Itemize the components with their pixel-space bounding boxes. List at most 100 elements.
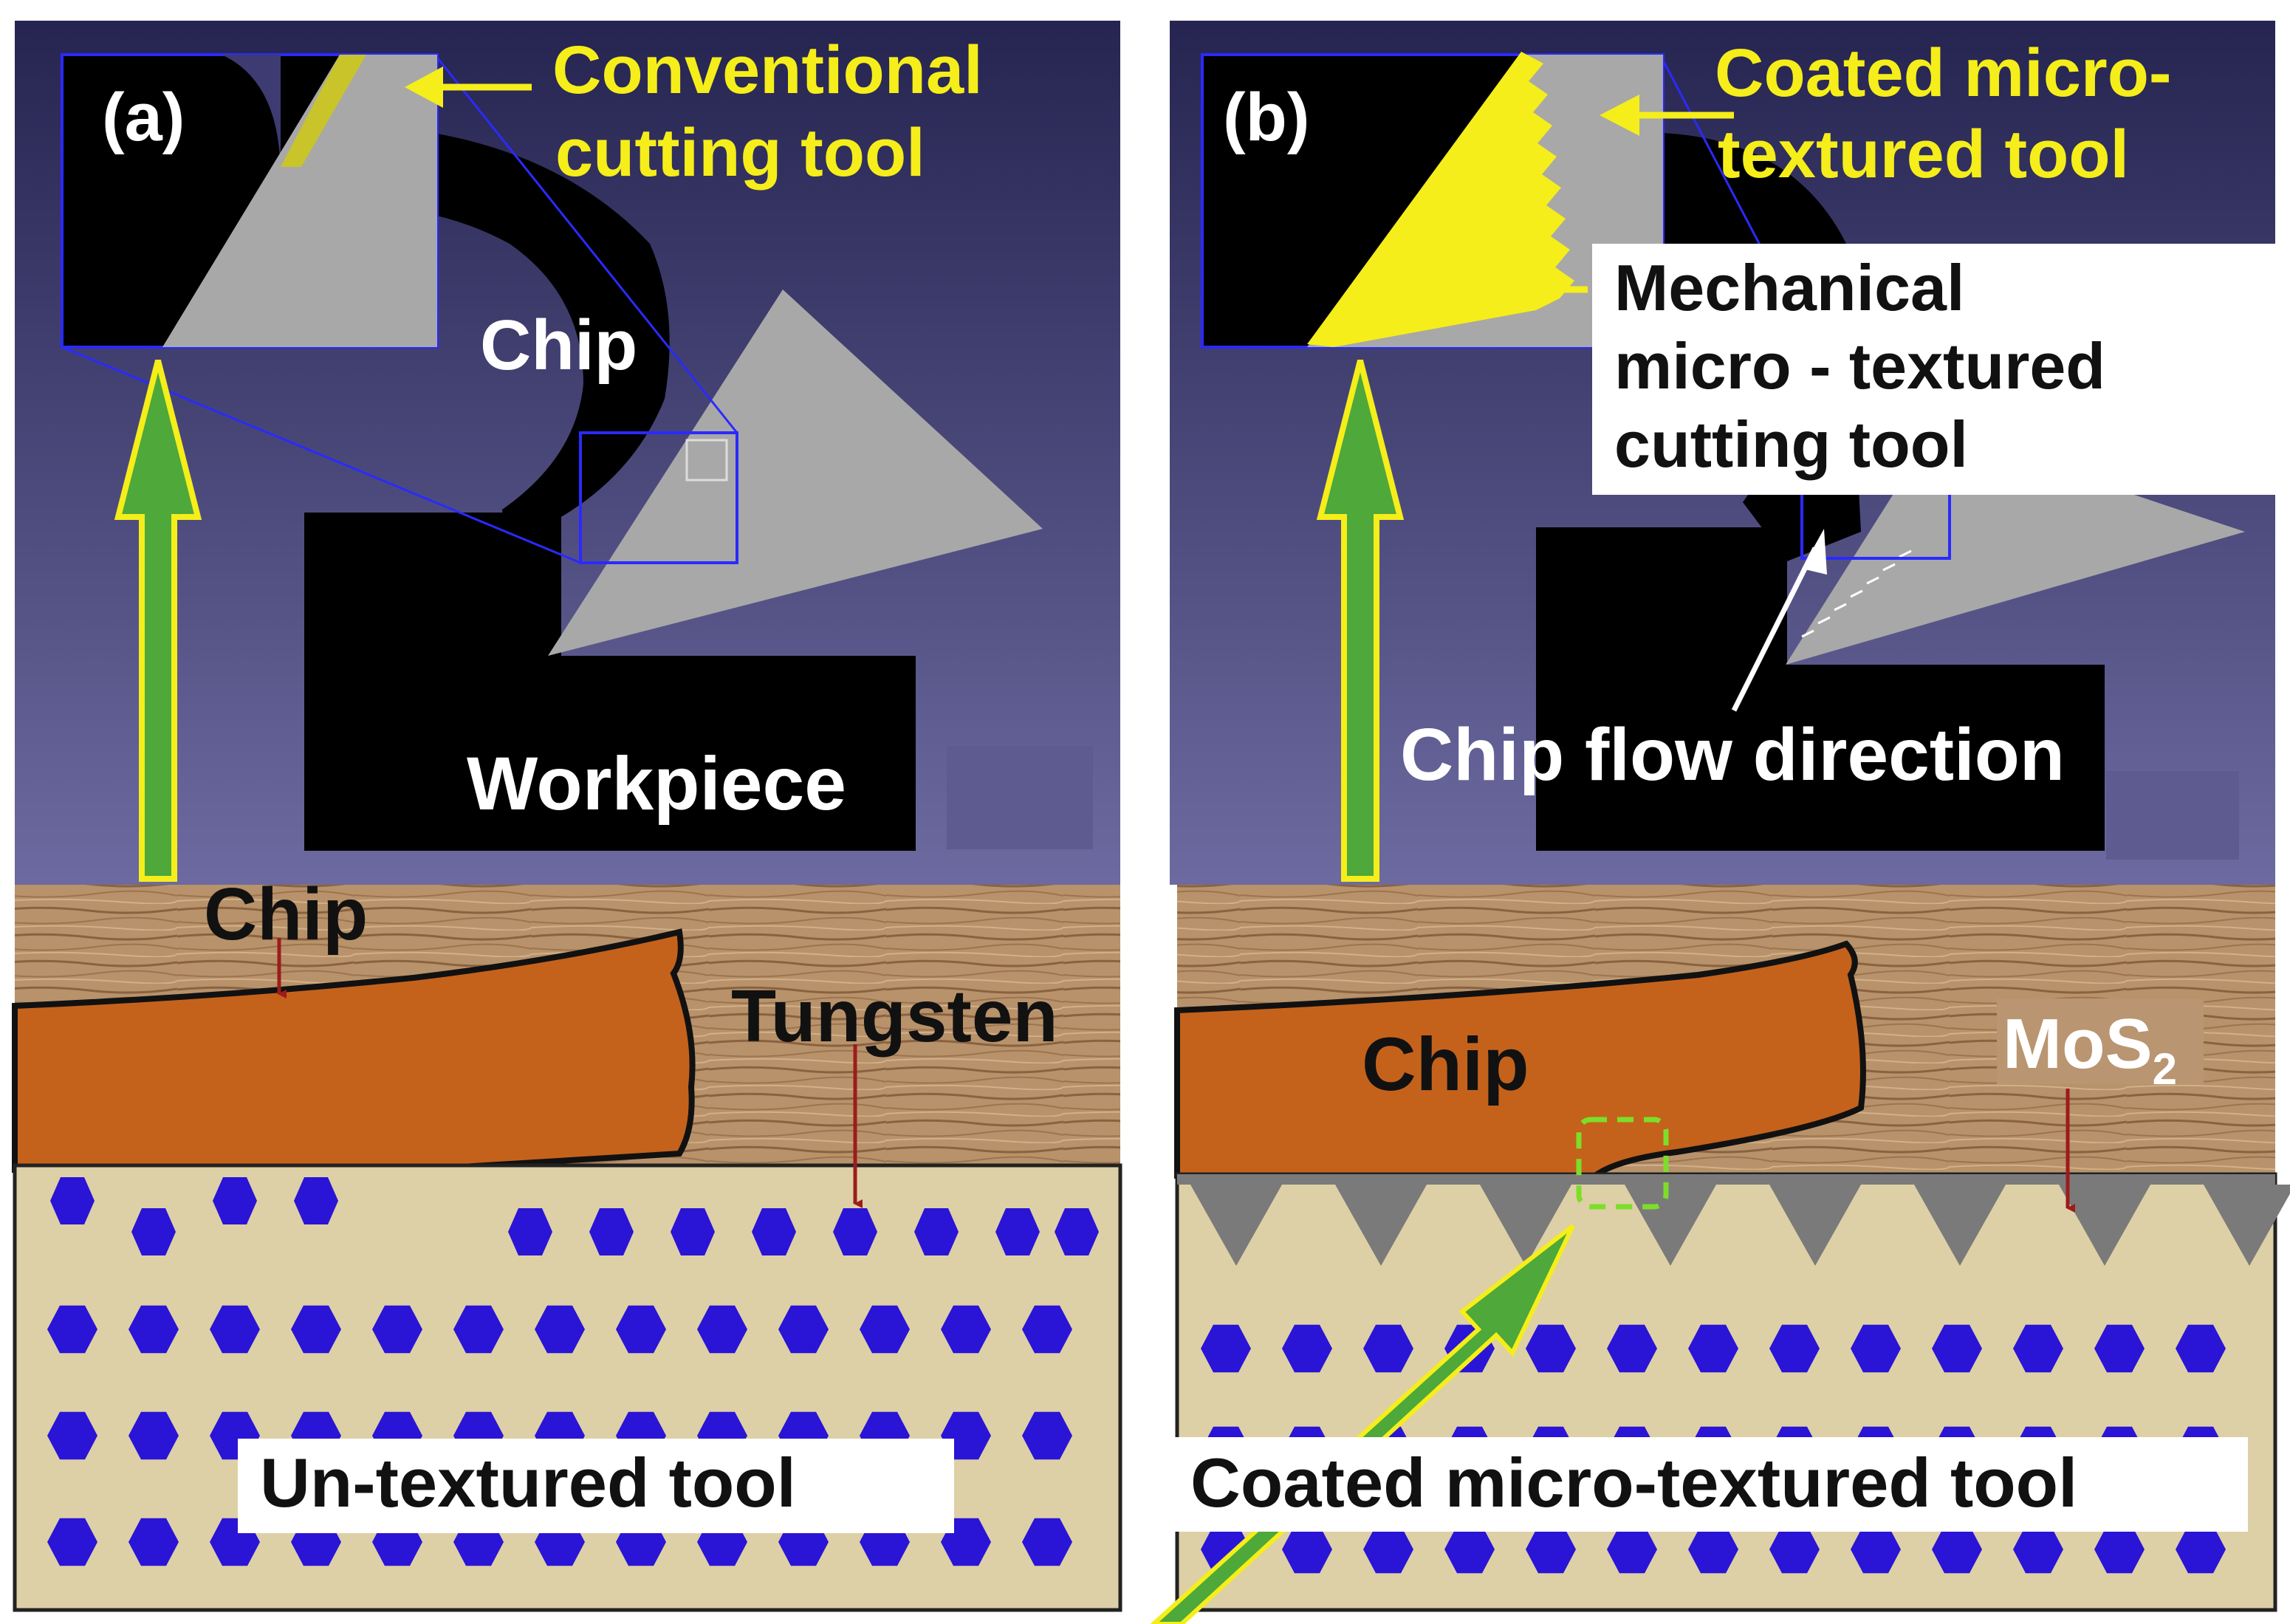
micro-texture-groove — [1480, 1185, 1571, 1266]
tungsten-particle — [2013, 1324, 2063, 1373]
tungsten-particle — [1022, 1411, 1072, 1460]
panel-a-tool-callout-line1: Conventional — [552, 32, 983, 108]
panel-a-chip-shape — [303, 123, 670, 643]
panel-a-inset-tool — [162, 55, 437, 347]
panel-b-tool-callout-line1: Coated micro- — [1715, 35, 2172, 111]
tungsten-particle — [1022, 1305, 1072, 1354]
panel-a-zoom-line — [436, 57, 738, 434]
panel-b-micro-texture — [1801, 549, 1912, 638]
panel-b-flow-label: Chip flow direction — [1400, 713, 2065, 796]
panel-a-cad-artifact — [947, 746, 1093, 849]
panel-a-tag: (a) — [102, 80, 185, 155]
panel-b-mech-callout-arrowhead — [1478, 269, 1518, 310]
panel-a-zoom-box — [579, 431, 738, 564]
tungsten-particle — [1607, 1525, 1657, 1574]
tungsten-particle — [697, 1305, 747, 1354]
tungsten-particle — [1851, 1525, 1901, 1574]
panel-a-inset-chip-gap — [222, 55, 281, 177]
tungsten-particle — [1282, 1324, 1332, 1373]
tungsten-particle — [294, 1177, 338, 1224]
tungsten-particle — [914, 1208, 959, 1255]
tungsten-particle — [2013, 1525, 2063, 1574]
tungsten-particle — [1932, 1324, 1982, 1373]
micro-texture-groove — [2059, 1185, 2150, 1266]
panel-b-tool-callout-arrowhead — [1600, 95, 1639, 136]
tungsten-particle — [1688, 1525, 1738, 1574]
tungsten-particle — [833, 1208, 877, 1255]
panel-b-mech-callout-line1: Mechanical — [1614, 251, 1964, 324]
tungsten-particle — [2176, 1324, 2226, 1373]
tungsten-particle — [1607, 1324, 1657, 1373]
panel-b-mech-callout-line3: cutting tool — [1614, 408, 1968, 481]
tungsten-particle — [47, 1305, 97, 1354]
panel-a-chip-label: Chip — [480, 306, 637, 385]
micro-texture-groove — [1335, 1185, 1427, 1266]
tungsten-particle — [616, 1305, 666, 1354]
panel-a-cad-handle — [685, 439, 728, 482]
panel-a-tool-label-box — [238, 1439, 954, 1533]
panel-b-inset-texture-edge — [1307, 52, 1574, 347]
panel-b-mos2-label: MoS2 — [2003, 1004, 2177, 1094]
tungsten-particle — [535, 1305, 585, 1354]
tungsten-particle — [1526, 1324, 1576, 1373]
tungsten-particle — [778, 1305, 829, 1354]
tungsten-particle — [131, 1208, 176, 1255]
panel-a-tool-callout-line2: cutting tool — [555, 115, 925, 191]
tungsten-particle — [2176, 1525, 2226, 1574]
panel-b-flow-arrow — [1731, 547, 1818, 712]
tungsten-particle — [671, 1208, 715, 1255]
panel-a-tungsten-row — [47, 1305, 1072, 1354]
panel-b-micro-textures — [1190, 1185, 2290, 1266]
tungsten-particle — [1444, 1525, 1495, 1574]
tungsten-particle — [1363, 1525, 1413, 1574]
panel-b-lower-chip-label: Chip — [1362, 1022, 1529, 1106]
tungsten-particle — [752, 1208, 796, 1255]
tungsten-particle — [128, 1305, 179, 1354]
panel-b-mos2-subscript: 2 — [2153, 1044, 2177, 1094]
tungsten-particle — [1022, 1518, 1072, 1566]
panel-b-mos2-main: MoS — [2003, 1004, 2153, 1083]
panel-b-tool-label: Coated micro-textured tool — [1190, 1444, 2077, 1521]
panel-a-lower-chip — [12, 928, 696, 1173]
panel-b: (b) Coated micro- textured tool Mechanic… — [1150, 21, 2290, 1624]
tungsten-particle — [291, 1305, 341, 1354]
panel-b-mech-callout-box — [1592, 244, 2276, 495]
panel-b-cad-artifact — [2106, 771, 2239, 860]
panel-a-workpiece — [304, 513, 916, 851]
tungsten-particle — [453, 1305, 504, 1354]
tungsten-particle — [1282, 1525, 1332, 1574]
panel-a-tungsten-label: Tungsten — [731, 975, 1058, 1058]
panel-b-green-arrow — [1316, 360, 1405, 882]
tungsten-particle — [1055, 1208, 1099, 1255]
panel-a-tool-label: Un-textured tool — [260, 1444, 796, 1521]
tungsten-particle — [1688, 1324, 1738, 1373]
panel-b-diagonal-arrow — [1150, 1224, 1575, 1624]
tungsten-particle — [508, 1208, 552, 1255]
panel-a-zoom-line — [61, 346, 581, 564]
micro-texture-groove — [1769, 1185, 1861, 1266]
tungsten-particle — [1769, 1324, 1820, 1373]
panel-b-mech-callout-line2: micro - textured — [1614, 329, 2105, 402]
panel-b-tool-label-box — [1173, 1437, 2248, 1532]
panel-b-workpiece — [1536, 527, 2105, 851]
tungsten-particle — [47, 1411, 97, 1460]
tungsten-particle — [128, 1411, 179, 1460]
panel-b-lower-chip — [1174, 940, 1866, 1179]
panel-a-green-arrow — [114, 360, 202, 882]
tungsten-particle — [2094, 1525, 2145, 1574]
tungsten-particle — [2094, 1324, 2145, 1373]
tungsten-particle — [589, 1208, 634, 1255]
panel-b-mos2-box — [1997, 998, 2204, 1084]
panel-b-tungsten-row — [1201, 1525, 2226, 1574]
tungsten-particle — [50, 1177, 95, 1224]
tungsten-particle — [941, 1305, 991, 1354]
panel-a-lower-chip-label: Chip — [204, 873, 368, 956]
tungsten-particle — [210, 1305, 260, 1354]
panel-b-tool-callout-line2: textured tool — [1718, 117, 2129, 192]
panel-b-flow-arrowhead — [1802, 529, 1827, 575]
panel-a: (a) Conventional cutting tool Chip Workp… — [12, 21, 1122, 1612]
panel-b-coating-layer — [1177, 1174, 2275, 1185]
tungsten-particle — [1526, 1525, 1576, 1574]
tungsten-particle — [1769, 1525, 1820, 1574]
